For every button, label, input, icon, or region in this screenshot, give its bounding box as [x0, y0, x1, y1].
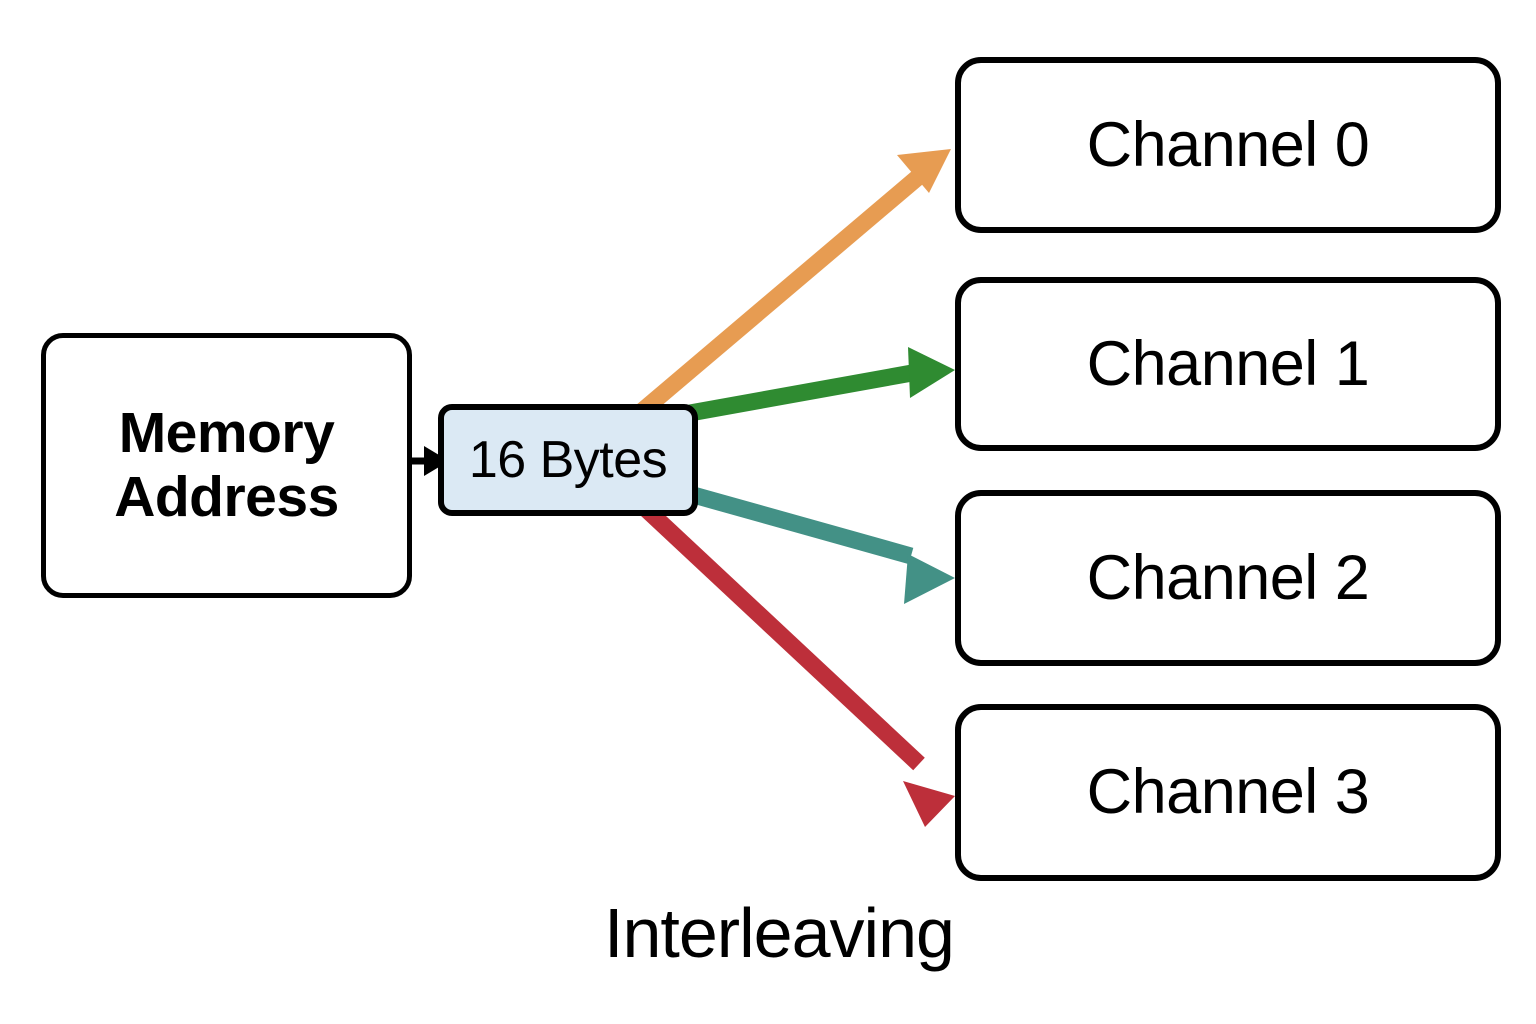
channel-label-1: Channel 1	[1086, 328, 1370, 399]
channel-label-3: Channel 3	[1086, 757, 1370, 828]
channel-label-0: Channel 0	[1086, 109, 1370, 180]
diagram-caption-text: Interleaving	[604, 894, 955, 972]
channel-box-2[interactable]: Channel 2	[955, 490, 1501, 666]
arrow-to-channel-3	[639, 501, 955, 827]
channel-box-1[interactable]: Channel 1	[955, 277, 1501, 451]
channel-box-0[interactable]: Channel 0	[955, 57, 1501, 233]
channel-label-2: Channel 2	[1086, 542, 1370, 613]
memory-to-bytes-arrow	[412, 446, 449, 476]
granularity-box[interactable]: 16 Bytes	[438, 404, 698, 516]
memory-address-box[interactable]: Memory Address	[41, 333, 412, 598]
arrow-to-channel-1	[688, 347, 955, 422]
memory-address-label: Memory Address	[114, 400, 339, 529]
channel-box-3[interactable]: Channel 3	[955, 704, 1501, 881]
arrow-to-channel-0	[635, 149, 951, 419]
arrow-to-channel-2	[687, 485, 955, 604]
granularity-label: 16 Bytes	[468, 430, 668, 489]
diagram-caption: Interleaving	[0, 893, 1536, 973]
